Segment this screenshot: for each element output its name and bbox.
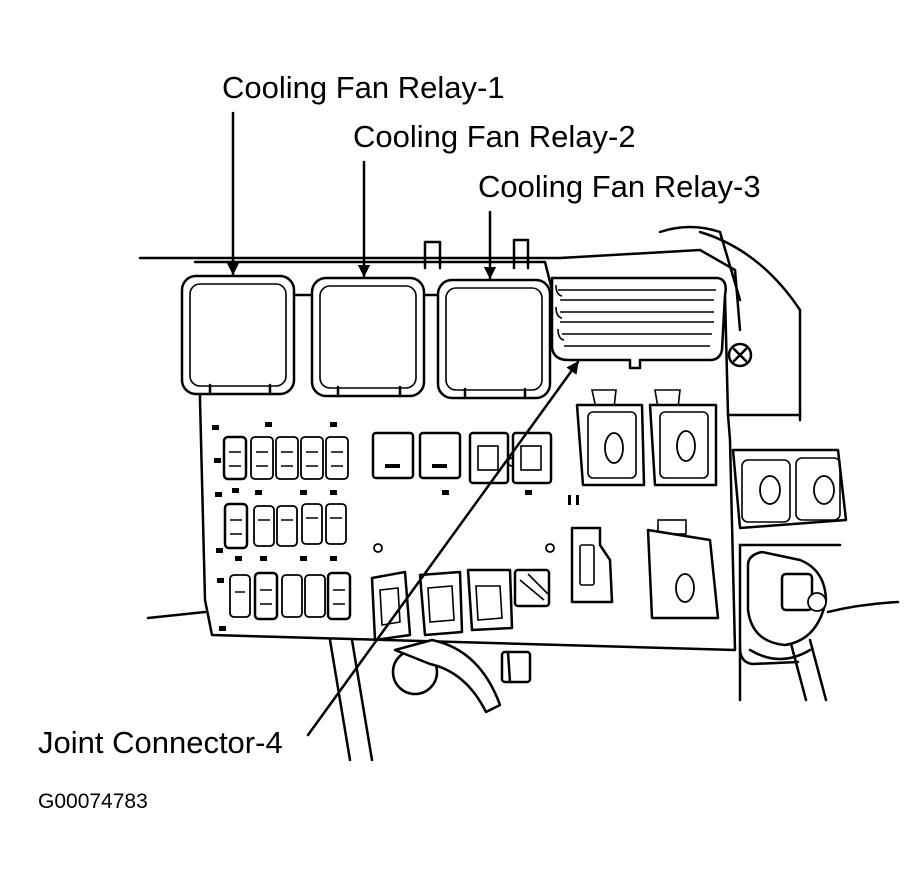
label-joint-connector-4: Joint Connector-4 bbox=[38, 725, 283, 760]
cooling-fan-relay-1 bbox=[180, 274, 296, 396]
label-cooling-fan-relay-3: Cooling Fan Relay-3 bbox=[478, 169, 761, 204]
bottom-clips bbox=[370, 568, 514, 642]
label-cooling-fan-relay-2: Cooling Fan Relay-2 bbox=[353, 119, 636, 154]
label-cooling-fan-relay-1: Cooling Fan Relay-1 bbox=[222, 70, 505, 105]
lower-connectors bbox=[513, 519, 720, 620]
maxi-fuses bbox=[575, 389, 718, 487]
mounting-hook bbox=[391, 638, 532, 714]
leader-lines bbox=[226, 111, 580, 737]
cooling-fan-relay-2 bbox=[310, 276, 426, 398]
mini-fuse-row-3 bbox=[229, 571, 352, 621]
joint-connector-4 bbox=[550, 276, 727, 370]
battery-terminal bbox=[731, 448, 848, 666]
figure-id: G00074783 bbox=[38, 790, 148, 813]
mini-fuse-row-1 bbox=[222, 435, 349, 481]
screw-head bbox=[727, 342, 753, 368]
cooling-fan-relay-3 bbox=[436, 278, 552, 400]
mini-fuse-row-2 bbox=[223, 502, 347, 550]
